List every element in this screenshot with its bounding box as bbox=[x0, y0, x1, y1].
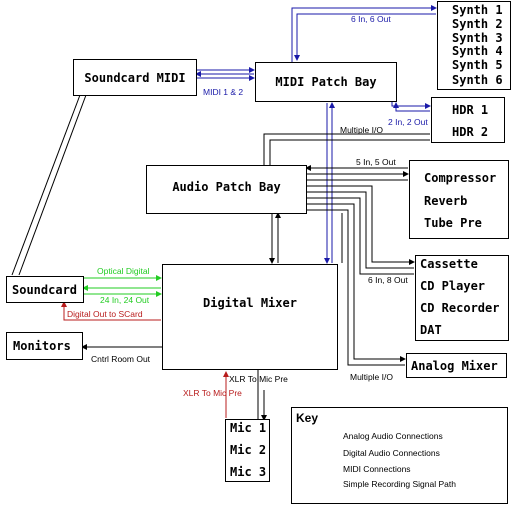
players-box: Cassette CD Player CD Recorder DAT bbox=[415, 255, 509, 341]
hdr-1-label: HDR 1 bbox=[452, 103, 489, 117]
soundcard-midi-label: Soundcard MIDI bbox=[84, 71, 186, 85]
hdr-midi-lines bbox=[391, 101, 431, 112]
xlr-black-label: XLR To Mic Pre bbox=[229, 374, 288, 384]
soundcard-label: Soundcard bbox=[12, 283, 78, 297]
digital-mixer-label: Digital Mixer bbox=[203, 296, 297, 310]
optical-label: Optical Digital bbox=[97, 266, 150, 276]
hdr-2-label: HDR 2 bbox=[452, 125, 489, 139]
mic-2-label: Mic 2 bbox=[230, 443, 267, 457]
key-digital-label: Digital Audio Connections bbox=[343, 448, 440, 458]
midi-patch-bay-box: MIDI Patch Bay bbox=[255, 62, 397, 102]
key-analog-label: Analog Audio Connections bbox=[343, 431, 443, 441]
xlr-red-label: XLR To Mic Pre bbox=[183, 388, 242, 398]
mixer-io-label: 24 In, 24 Out bbox=[100, 295, 150, 305]
synth-5-label: Synth 5 bbox=[452, 58, 503, 72]
multiple-io-bottom-label: Multiple I/O bbox=[350, 372, 393, 382]
cd-recorder-label: CD Recorder bbox=[420, 301, 500, 315]
control-room-label: Cntrl Room Out bbox=[91, 354, 151, 364]
key-recording-label: Simple Recording Signal Path bbox=[343, 479, 456, 489]
effects-io-label: 5 In, 5 Out bbox=[356, 157, 396, 167]
mixer-midi-lines bbox=[324, 102, 335, 264]
tube-pre-label: Tube Pre bbox=[424, 216, 482, 230]
effects-box: Compressor Reverb Tube Pre bbox=[409, 160, 509, 239]
mic-1-label: Mic 1 bbox=[230, 421, 267, 435]
synth-2-label: Synth 2 bbox=[452, 17, 503, 31]
analog-mixer-label: Analog Mixer bbox=[411, 359, 498, 373]
monitors-box: Monitors bbox=[6, 332, 83, 360]
soundcard-box: Soundcard bbox=[6, 276, 84, 303]
hdr-io-label: 2 In, 2 Out bbox=[388, 117, 428, 127]
synth-lines bbox=[291, 5, 437, 62]
audio-patch-bay-box: Audio Patch Bay bbox=[146, 165, 307, 214]
synth-io-label: 6 In, 6 Out bbox=[351, 14, 391, 24]
key-midi-label: MIDI Connections bbox=[343, 464, 411, 474]
key-box: Key bbox=[291, 407, 508, 504]
hdr-box: HDR 1 HDR 2 bbox=[431, 97, 505, 143]
players-io-label: 6 In, 8 Out bbox=[368, 275, 408, 285]
digital-mixer-box: Digital Mixer bbox=[162, 264, 338, 370]
multiple-io-top-label: Multiple I/O bbox=[340, 125, 383, 135]
synth-box: Synth 1 Synth 2 Synth 3 Synth 4 Synth 5 … bbox=[437, 1, 511, 90]
digital-out-label: Digital Out to SCard bbox=[67, 309, 143, 319]
synth-6-label: Synth 6 bbox=[452, 73, 503, 87]
monitors-label: Monitors bbox=[13, 339, 71, 353]
mics-box: Mic 1 Mic 2 Mic 3 bbox=[225, 419, 270, 482]
synth-3-label: Synth 3 bbox=[452, 31, 503, 45]
midi-patch-bay-label: MIDI Patch Bay bbox=[275, 75, 377, 89]
analog-lines bbox=[11, 94, 430, 421]
dat-label: DAT bbox=[420, 323, 442, 337]
synth-1-label: Synth 1 bbox=[452, 3, 503, 17]
compressor-label: Compressor bbox=[424, 171, 497, 185]
analog-mixer-box: Analog Mixer bbox=[406, 353, 507, 378]
key-title: Key bbox=[296, 411, 319, 425]
recording-lines bbox=[61, 301, 229, 418]
reverb-label: Reverb bbox=[424, 194, 468, 208]
mic-3-label: Mic 3 bbox=[230, 465, 267, 479]
cd-player-label: CD Player bbox=[420, 279, 486, 293]
synth-4-label: Synth 4 bbox=[452, 44, 503, 58]
cassette-label: Cassette bbox=[420, 257, 478, 271]
audio-patch-bay-label: Audio Patch Bay bbox=[172, 180, 281, 194]
digital-lines bbox=[82, 275, 162, 297]
midi-link-lines bbox=[195, 67, 255, 81]
midi-link-label: MIDI 1 & 2 bbox=[203, 87, 244, 97]
soundcard-midi-box: Soundcard MIDI bbox=[73, 59, 197, 96]
